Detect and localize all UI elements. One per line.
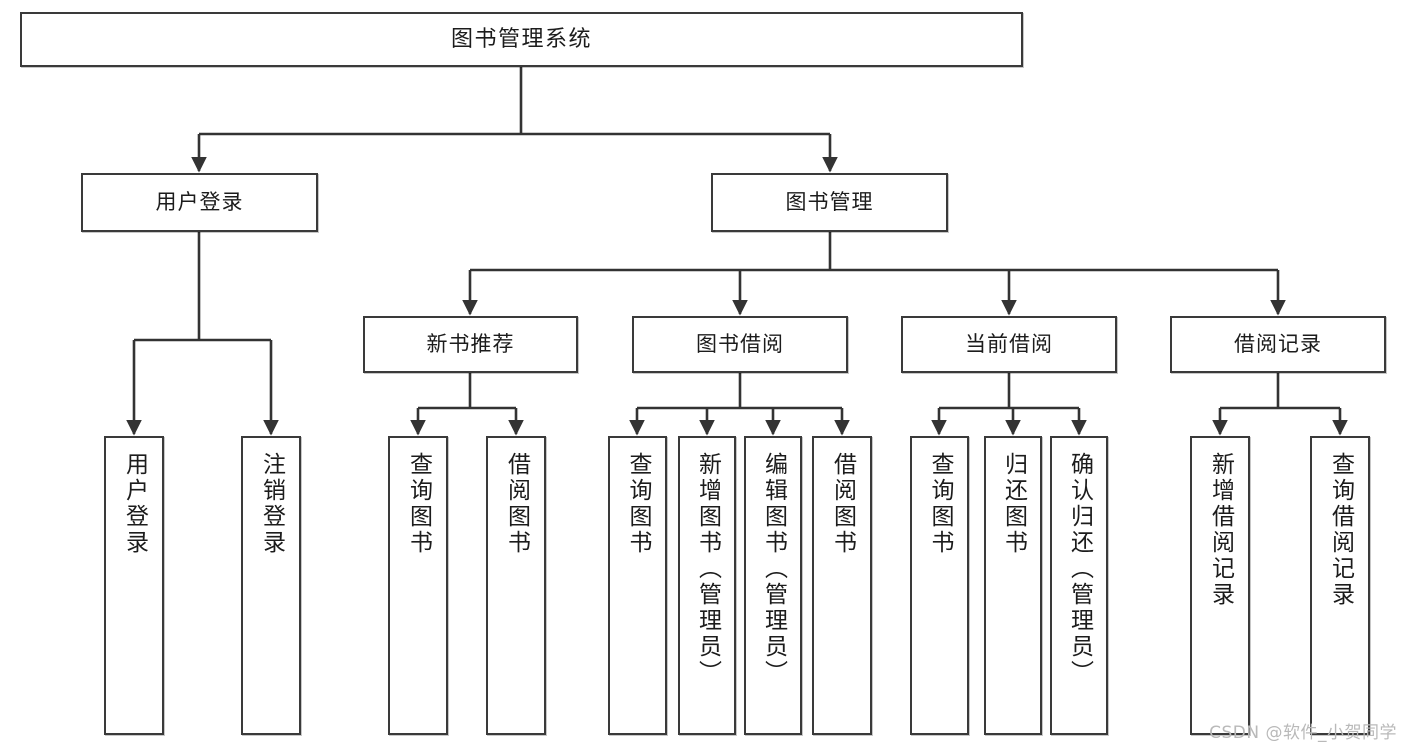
- node-label: 新增借阅记录: [1207, 452, 1234, 608]
- node-book-borrow[interactable]: 图书借阅: [632, 316, 848, 373]
- node-leaf-borrow-book-borrow[interactable]: 借阅图书: [812, 436, 872, 735]
- node-current-borrow[interactable]: 当前借阅: [901, 316, 1117, 373]
- node-label: 借阅记录: [1234, 332, 1322, 357]
- node-label: 用户登录: [121, 452, 148, 556]
- node-label: 借阅图书: [829, 452, 856, 556]
- node-root-system[interactable]: 图书管理系统: [20, 12, 1023, 67]
- node-label: 查询图书: [405, 452, 432, 556]
- node-leaf-query-book-current[interactable]: 查询图书: [910, 436, 969, 735]
- node-label: 查询图书: [927, 452, 953, 556]
- node-leaf-query-borrow-record[interactable]: 查询借阅记录: [1310, 436, 1370, 735]
- node-label: 图书管理系统: [450, 26, 592, 52]
- node-label: 确认归还（管理员）: [1066, 452, 1093, 686]
- node-book-management[interactable]: 图书管理: [711, 173, 948, 232]
- node-leaf-query-book-borrow[interactable]: 查询图书: [608, 436, 667, 735]
- node-label: 图书管理: [785, 190, 874, 215]
- node-leaf-add-book-admin[interactable]: 新增图书（管理员）: [678, 436, 736, 735]
- node-label: 查询图书: [625, 452, 651, 556]
- node-label: 当前借阅: [965, 332, 1053, 357]
- node-label: 借阅图书: [503, 452, 530, 556]
- node-leaf-logout[interactable]: 注销登录: [241, 436, 301, 735]
- node-user-login[interactable]: 用户登录: [81, 173, 318, 232]
- node-leaf-add-borrow-record[interactable]: 新增借阅记录: [1190, 436, 1250, 735]
- node-new-book-recommend[interactable]: 新书推荐: [363, 316, 578, 373]
- node-label: 归还图书: [1000, 452, 1027, 556]
- node-borrow-record[interactable]: 借阅记录: [1170, 316, 1386, 373]
- node-label: 图书借阅: [696, 332, 784, 357]
- node-label: 查询借阅记录: [1327, 452, 1354, 608]
- node-leaf-query-book-newbook[interactable]: 查询图书: [388, 436, 448, 735]
- node-label: 注销登录: [258, 452, 285, 556]
- node-leaf-borrow-book-newbook[interactable]: 借阅图书: [486, 436, 546, 735]
- node-leaf-confirm-return-admin[interactable]: 确认归还（管理员）: [1050, 436, 1108, 735]
- node-leaf-edit-book-admin[interactable]: 编辑图书（管理员）: [744, 436, 802, 735]
- node-label: 编辑图书（管理员）: [760, 452, 787, 686]
- watermark-text: CSDN @软件_小贺同学: [1209, 723, 1397, 743]
- node-leaf-return-book[interactable]: 归还图书: [984, 436, 1042, 735]
- node-label: 新增图书（管理员）: [694, 452, 721, 686]
- node-label: 新书推荐: [426, 332, 515, 357]
- node-label: 用户登录: [155, 190, 244, 215]
- node-leaf-user-login[interactable]: 用户登录: [104, 436, 164, 735]
